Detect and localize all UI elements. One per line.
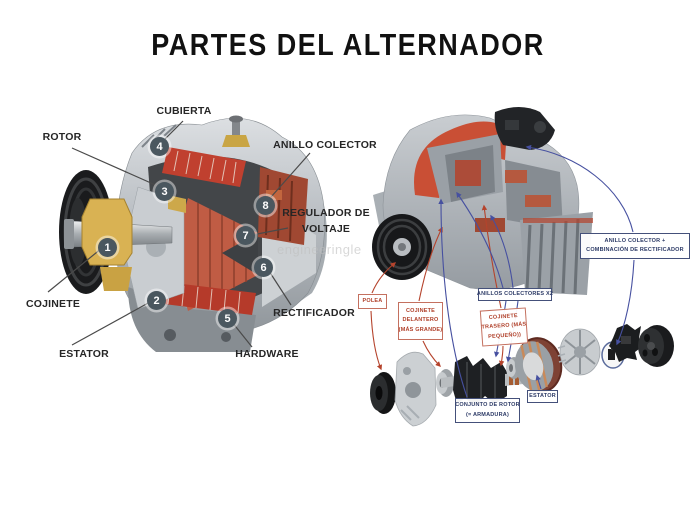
part-number-badge-1: 1 bbox=[98, 238, 117, 257]
part-number-badge-2: 2 bbox=[147, 291, 166, 310]
top-bolt-shape bbox=[222, 115, 250, 147]
part-number-badge-5: 5 bbox=[218, 309, 237, 328]
cutaway-red-frame-shape bbox=[414, 121, 507, 204]
box-polea: POLEA bbox=[358, 294, 387, 309]
exploded-rear-cover-shape bbox=[638, 325, 674, 367]
exploded-rear-housing-shape bbox=[557, 328, 601, 376]
exploded-pulley-shape bbox=[370, 372, 396, 414]
cutaway-regulator-shape bbox=[494, 107, 555, 150]
label-rotor: ROTOR bbox=[42, 131, 82, 143]
brass-nut-shape bbox=[81, 195, 186, 291]
label-cubierta: CUBIERTA bbox=[156, 105, 212, 117]
label-regulador-de: REGULADOR DE bbox=[282, 207, 370, 219]
box-estator: ESTATOR bbox=[527, 390, 558, 403]
exploded-front-housing-shape bbox=[394, 351, 437, 427]
label-voltaje: VOLTAJE bbox=[301, 223, 351, 235]
alternator-cutaway-illustration bbox=[47, 115, 327, 352]
stator-winding-top-shape bbox=[162, 147, 246, 187]
part-number-badge-6: 6 bbox=[254, 258, 273, 277]
box-cojinete-delantero: COJINETE DELANTERO (MÁS GRANDE) bbox=[398, 302, 443, 340]
right-diagram-exploded: POLEA COJINETE DELANTERO (MÁS GRANDE) AN… bbox=[355, 100, 695, 435]
rotor-copper-cone-shape bbox=[172, 198, 258, 311]
label-rectificador: RECTIFICADOR bbox=[273, 307, 355, 319]
part-number-badge-7: 7 bbox=[236, 226, 255, 245]
part-number-badge-3: 3 bbox=[155, 182, 174, 201]
cutaway-pulley-shape bbox=[372, 214, 432, 280]
label-anillo-colector: ANILLO COLECTOR bbox=[273, 139, 377, 151]
part-number-badge-4: 4 bbox=[150, 137, 169, 156]
watermark-text: engineeringle bbox=[277, 242, 362, 257]
label-cojinete: COJINETE bbox=[25, 298, 81, 310]
leader-lines bbox=[47, 120, 311, 348]
part-number-badge-8: 8 bbox=[256, 196, 275, 215]
box-anillo-rectificador: ANILLO COLECTOR + COMBINACIÓN DE RECTIFI… bbox=[580, 233, 690, 259]
left-diagram-cutaway: CUBIERTA ROTOR ANILLO COLECTOR REGULADOR… bbox=[20, 95, 377, 385]
exploded-regulator-shape bbox=[609, 324, 643, 362]
alternator-exploded-illustration bbox=[370, 107, 674, 427]
label-estator: ESTATOR bbox=[59, 348, 109, 360]
cutaway-internals-shape bbox=[475, 160, 593, 295]
exploded-stator-shape bbox=[514, 337, 563, 393]
box-cojinete-trasero: COJINETE TRASERO (MÁS PEQUEÑO)) bbox=[479, 307, 529, 347]
red-leader-arrows bbox=[370, 204, 505, 371]
rectifier-block-shape bbox=[258, 167, 308, 245]
box-conjunto-rotor: CONJUNTO DE ROTOR (= ARMADURA) bbox=[455, 398, 520, 423]
box-anillos-colectores: ANILLOS COLECTORES X2 bbox=[477, 288, 553, 301]
page-title: PARTES DEL ALTERNADOR bbox=[151, 28, 545, 62]
label-hardware: HARDWARE bbox=[235, 348, 299, 360]
